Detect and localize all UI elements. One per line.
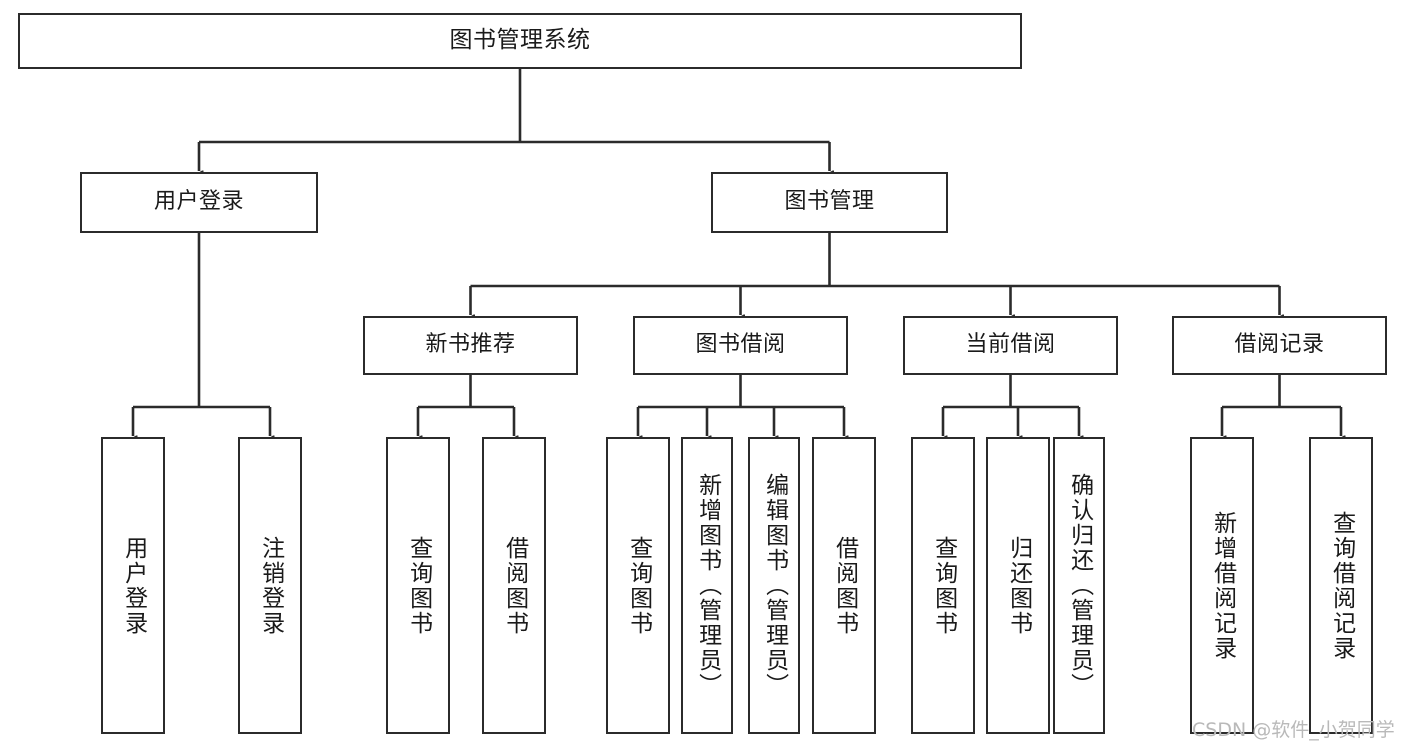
node-leaf-logout[interactable]: 注销登录 <box>238 437 302 734</box>
node-new-book-rec[interactable]: 新书推荐 <box>363 316 578 375</box>
node-label: 新书推荐 <box>425 332 516 358</box>
node-leaf-query-record[interactable]: 查询借阅记录 <box>1309 437 1373 734</box>
node-label: 查询图书 <box>930 535 957 636</box>
node-label: 用户登录 <box>153 189 244 215</box>
node-label: 图书管理系统 <box>449 27 591 54</box>
node-label: 图书管理 <box>784 189 875 215</box>
node-root[interactable]: 图书管理系统 <box>18 13 1022 69</box>
node-leaf-add-book[interactable]: 新增图书（管理员） <box>681 437 733 734</box>
node-label: 用户登录 <box>120 535 147 636</box>
node-borrow-record[interactable]: 借阅记录 <box>1172 316 1387 375</box>
node-leaf-query-book-br[interactable]: 查询图书 <box>606 437 670 734</box>
node-leaf-borrow-book-br[interactable]: 借阅图书 <box>812 437 876 734</box>
node-book-borrow[interactable]: 图书借阅 <box>633 316 848 375</box>
node-user-login[interactable]: 用户登录 <box>80 172 318 233</box>
node-label: 新增借阅记录 <box>1209 510 1236 661</box>
node-leaf-confirm-return[interactable]: 确认归还（管理员） <box>1053 437 1105 734</box>
node-label: 确认归还（管理员） <box>1066 473 1093 698</box>
node-leaf-borrow-book-rec[interactable]: 借阅图书 <box>482 437 546 734</box>
node-label: 新增图书（管理员） <box>694 473 721 698</box>
node-label: 编辑图书（管理员） <box>761 473 788 698</box>
node-label: 借阅图书 <box>501 535 528 636</box>
node-leaf-query-book-rec[interactable]: 查询图书 <box>386 437 450 734</box>
node-label: 归还图书 <box>1005 535 1032 636</box>
node-leaf-user-login[interactable]: 用户登录 <box>101 437 165 734</box>
node-leaf-query-book-cb[interactable]: 查询图书 <box>911 437 975 734</box>
node-label: 借阅记录 <box>1234 332 1325 358</box>
edge-paths <box>133 69 1341 436</box>
node-label: 当前借阅 <box>965 332 1056 358</box>
node-label: 查询借阅记录 <box>1328 510 1355 661</box>
node-label: 查询图书 <box>625 535 652 636</box>
node-current-borrow[interactable]: 当前借阅 <box>903 316 1118 375</box>
node-label: 查询图书 <box>405 535 432 636</box>
node-label: 注销登录 <box>257 535 284 636</box>
node-label: 图书借阅 <box>695 332 786 358</box>
node-leaf-add-record[interactable]: 新增借阅记录 <box>1190 437 1254 734</box>
node-leaf-edit-book[interactable]: 编辑图书（管理员） <box>748 437 800 734</box>
node-label: 借阅图书 <box>831 535 858 636</box>
watermark-label: CSDN @软件_小贺同学 <box>1192 719 1395 741</box>
node-leaf-return-book[interactable]: 归还图书 <box>986 437 1050 734</box>
node-book-manage[interactable]: 图书管理 <box>711 172 948 233</box>
